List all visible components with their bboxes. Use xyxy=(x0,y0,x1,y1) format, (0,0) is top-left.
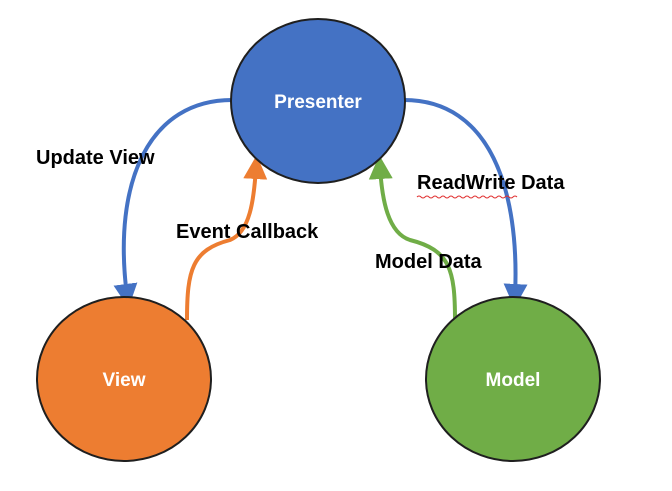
update-view-label: Update View xyxy=(36,147,155,169)
event-callback-label: Event Callback xyxy=(176,221,319,243)
readwrite-data-arrow xyxy=(403,98,528,308)
model-circle xyxy=(425,296,601,462)
view-circle xyxy=(36,296,212,462)
presenter-node: Presenter xyxy=(230,18,406,184)
model-data-label: Model Data xyxy=(375,251,483,273)
update-view-arrow xyxy=(113,98,233,308)
presenter-label: Presenter xyxy=(274,92,362,113)
model-label: Model xyxy=(486,370,541,391)
model-data-arrow xyxy=(368,155,457,321)
spellcheck-underline xyxy=(416,195,518,199)
event-callback-arrow xyxy=(185,155,268,321)
presenter-circle xyxy=(230,18,406,184)
view-label: View xyxy=(103,370,146,391)
readwrite-data-label: ReadWrite Data xyxy=(417,172,565,194)
model-node: Model xyxy=(425,296,601,462)
view-node: View xyxy=(36,296,212,462)
